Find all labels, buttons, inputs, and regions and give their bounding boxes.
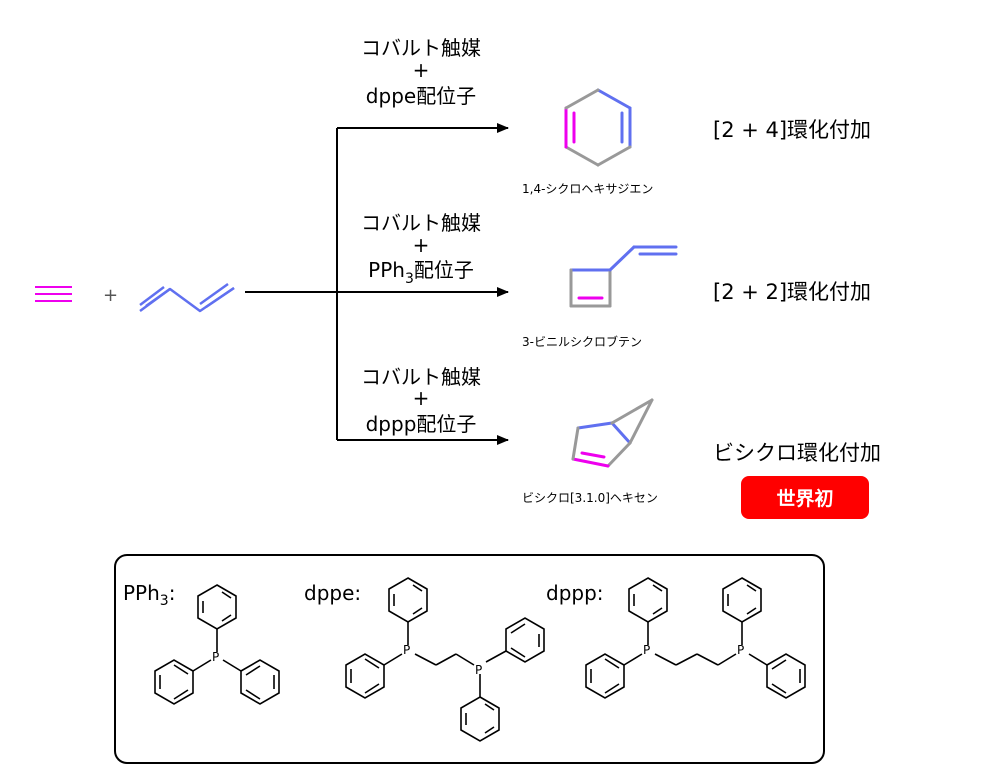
product-bicyclohexene: [571, 398, 654, 468]
ligand-box: [114, 554, 825, 764]
reaction-arrows: [245, 123, 509, 445]
ligand-label: dppp配位子: [366, 412, 477, 436]
ligand-label: PPh3配位子: [368, 258, 474, 287]
dppp-label: dppp:: [546, 581, 604, 605]
product-vinylcyclobutene: [569, 245, 678, 308]
catalyst-label: コバルト触媒: [361, 211, 481, 235]
phosphorus-atom: P: [737, 643, 744, 657]
dppe-structure: [345, 577, 545, 742]
condition-plus: +: [413, 386, 430, 410]
badge-label: 世界初: [776, 487, 833, 510]
reactant-plus: +: [103, 285, 118, 306]
phosphorus-atom: P: [643, 643, 650, 657]
ligand-label: dppe配位子: [366, 84, 476, 108]
dppp-structure: [585, 577, 806, 699]
product-label: 3-ビニルシクロブテン: [522, 334, 642, 349]
butadiene-reactant: [139, 282, 235, 313]
product-cyclohexadiene: [564, 88, 632, 167]
catalyst-label: コバルト触媒: [361, 36, 481, 60]
conditions-bottom: コバルト触媒 + dppp配位子: [361, 365, 481, 436]
reaction-type: ビシクロ環化付加: [713, 441, 881, 465]
phosphorus-atom: P: [475, 663, 482, 677]
product-label: ビシクロ[3.1.0]ヘキセン: [522, 491, 658, 505]
world-first-badge: 世界初: [741, 476, 869, 519]
catalyst-label: コバルト触媒: [361, 365, 481, 389]
reaction-type: [2 + 2]環化付加: [713, 280, 871, 304]
phosphorus-atom: P: [212, 650, 219, 664]
condition-plus: +: [413, 233, 430, 257]
pph3-label: PPh3:: [123, 581, 175, 609]
phosphorus-atom: P: [403, 643, 410, 657]
alkyne-reactant: [35, 286, 72, 302]
conditions-top: コバルト触媒 + dppe配位子: [361, 36, 481, 108]
conditions-middle: コバルト触媒 + PPh3配位子: [361, 211, 481, 287]
product-label: 1,4-シクロヘキサジエン: [522, 182, 653, 196]
reaction-type: [2 + 4]環化付加: [713, 118, 871, 142]
pph3-structure: [154, 584, 280, 705]
condition-plus: +: [413, 58, 430, 82]
dppe-label: dppe:: [304, 581, 361, 605]
